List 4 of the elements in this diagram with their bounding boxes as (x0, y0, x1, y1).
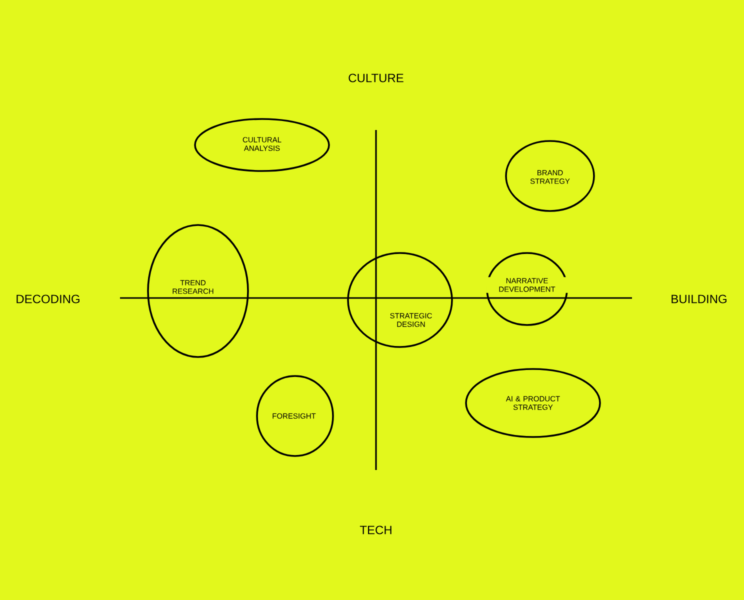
axis-label: TECH (360, 526, 392, 534)
axis-label: CULTURE (348, 74, 404, 82)
axis-label: BUILDING (672, 294, 726, 304)
axis-label: DECODING (16, 294, 80, 304)
